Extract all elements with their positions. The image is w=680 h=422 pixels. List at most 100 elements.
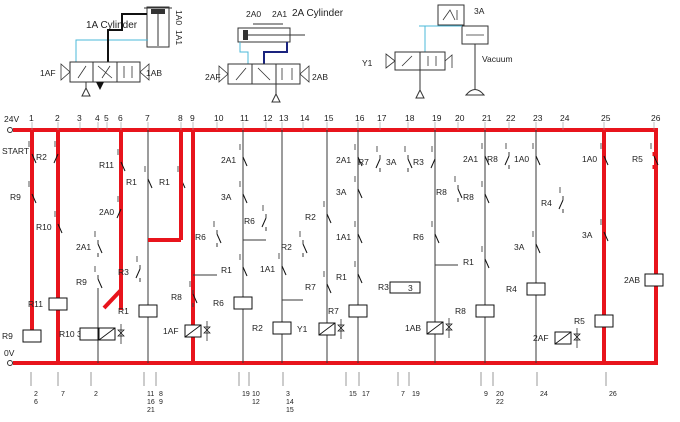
- pneumatic-circuit-vacuum: 3A Vacuum Y1: [362, 4, 513, 99]
- cyl-1a-lim1: 1A1: [174, 30, 184, 45]
- contact-label: R4: [541, 198, 552, 208]
- contact-blade: [504, 155, 510, 166]
- contact-blade: [216, 233, 222, 244]
- relay-coil: [48, 297, 68, 311]
- rung-number: 21: [482, 113, 492, 123]
- relay-coil: [475, 304, 495, 318]
- rung-number: 15: [324, 113, 334, 123]
- coil-label: R6: [213, 298, 224, 308]
- contact-label: 2A1: [336, 155, 351, 165]
- contact-label: R1: [126, 177, 137, 187]
- contact-label: 2A1: [463, 154, 478, 164]
- contact-blade: [558, 199, 564, 210]
- crossref-group: 89: [155, 372, 163, 406]
- solenoid-label: 1AF: [163, 326, 179, 336]
- solenoid-diag: [184, 324, 202, 338]
- coil-label: R7: [328, 306, 339, 316]
- contact-label: R3: [413, 157, 424, 167]
- rung-number: 4: [95, 113, 100, 123]
- rung-number: 19: [432, 113, 442, 123]
- solenoid-label: Y1: [297, 324, 308, 334]
- contact-blade: [407, 158, 413, 169]
- cylinder-1a: [146, 6, 170, 48]
- rung-number: 3: [77, 113, 82, 123]
- wire: [102, 288, 123, 310]
- contact-label: 2A0: [99, 207, 114, 217]
- contact-blade: [97, 278, 103, 289]
- cyl-2a-lim1: 2A1: [272, 9, 287, 19]
- crossref-number: 11: [147, 391, 154, 398]
- sol-1af-label: 1AF: [40, 68, 56, 78]
- crossref-group: 7: [397, 372, 405, 398]
- rung-number: 2: [55, 113, 60, 123]
- contact-blade: [457, 188, 463, 199]
- rung-number: 11: [240, 113, 249, 123]
- crossref-number: 21: [147, 407, 155, 414]
- air-line-1a: [75, 39, 148, 62]
- solenoid-diag: [426, 321, 444, 335]
- start-label: START: [2, 146, 29, 156]
- contact-label: R8: [487, 154, 498, 164]
- contact-label: R7: [305, 282, 316, 292]
- contact-blade: [135, 268, 141, 279]
- contact-label: R6: [413, 232, 424, 242]
- rung-number: 6: [118, 113, 123, 123]
- coil-label: R9: [2, 331, 13, 341]
- crossref-group: 26: [605, 372, 617, 398]
- contact-label: 1A1: [336, 232, 351, 242]
- contact-label: R9: [10, 192, 21, 202]
- cyl-1a-lim0: 1A0: [174, 10, 184, 25]
- vacuum-label: Vacuum: [482, 54, 513, 64]
- diode-icon: [337, 319, 345, 339]
- contact-label: R7: [358, 157, 369, 167]
- rung-number: 9: [190, 113, 195, 123]
- contact-label: 3A: [514, 242, 525, 252]
- rung-number: 23: [533, 113, 543, 123]
- crossref-number: 9: [484, 391, 488, 398]
- crossref-number: 24: [540, 391, 548, 398]
- contact-blade: [484, 258, 490, 269]
- relay-coil: [79, 327, 99, 341]
- contact-label: R1: [159, 177, 170, 187]
- crossref-number: 10: [252, 391, 260, 398]
- crossref-group: 19: [238, 372, 250, 398]
- coil-label: R3: [378, 282, 389, 292]
- crossref-group: 15: [345, 372, 357, 398]
- contact-blade: [147, 178, 153, 189]
- contact-blade: [357, 273, 363, 284]
- rung-number: 1: [29, 113, 34, 123]
- solenoid-diag: [98, 327, 116, 341]
- crossref-number: 9: [159, 399, 163, 406]
- contact-label: 1A1: [260, 264, 275, 274]
- crossref-group: 9: [480, 372, 488, 398]
- rung-number: 22: [506, 113, 516, 123]
- crossref-number: 7: [401, 391, 405, 398]
- relay-coil: [233, 296, 253, 310]
- contact-label: 3A: [582, 230, 593, 240]
- sol-2af-label: 2AF: [205, 72, 221, 82]
- contact-blade: [484, 193, 490, 204]
- rung-number: 5: [104, 113, 109, 123]
- coil-label: R10: [59, 329, 75, 339]
- rung-number: 7: [145, 113, 150, 123]
- contact-blade: [57, 223, 63, 234]
- contact-label: R2: [281, 242, 292, 252]
- contact-blade: [535, 155, 541, 166]
- crossref-group: 17: [358, 372, 370, 398]
- contact-blade: [603, 155, 609, 166]
- crossref-number: 16: [147, 399, 155, 406]
- contact-label: R8: [463, 192, 474, 202]
- contact-label: R3: [118, 267, 129, 277]
- coil-label: R11: [28, 299, 43, 309]
- contact-blade: [242, 266, 248, 277]
- rung-number: 14: [300, 113, 310, 123]
- timer-label: 3: [408, 283, 413, 293]
- coil-label: R1: [118, 306, 129, 316]
- relay-coil: [644, 273, 664, 287]
- rung-number: 26: [651, 113, 661, 123]
- contact-blade: [261, 217, 267, 228]
- sol-2ab-label: 2AB: [312, 72, 328, 82]
